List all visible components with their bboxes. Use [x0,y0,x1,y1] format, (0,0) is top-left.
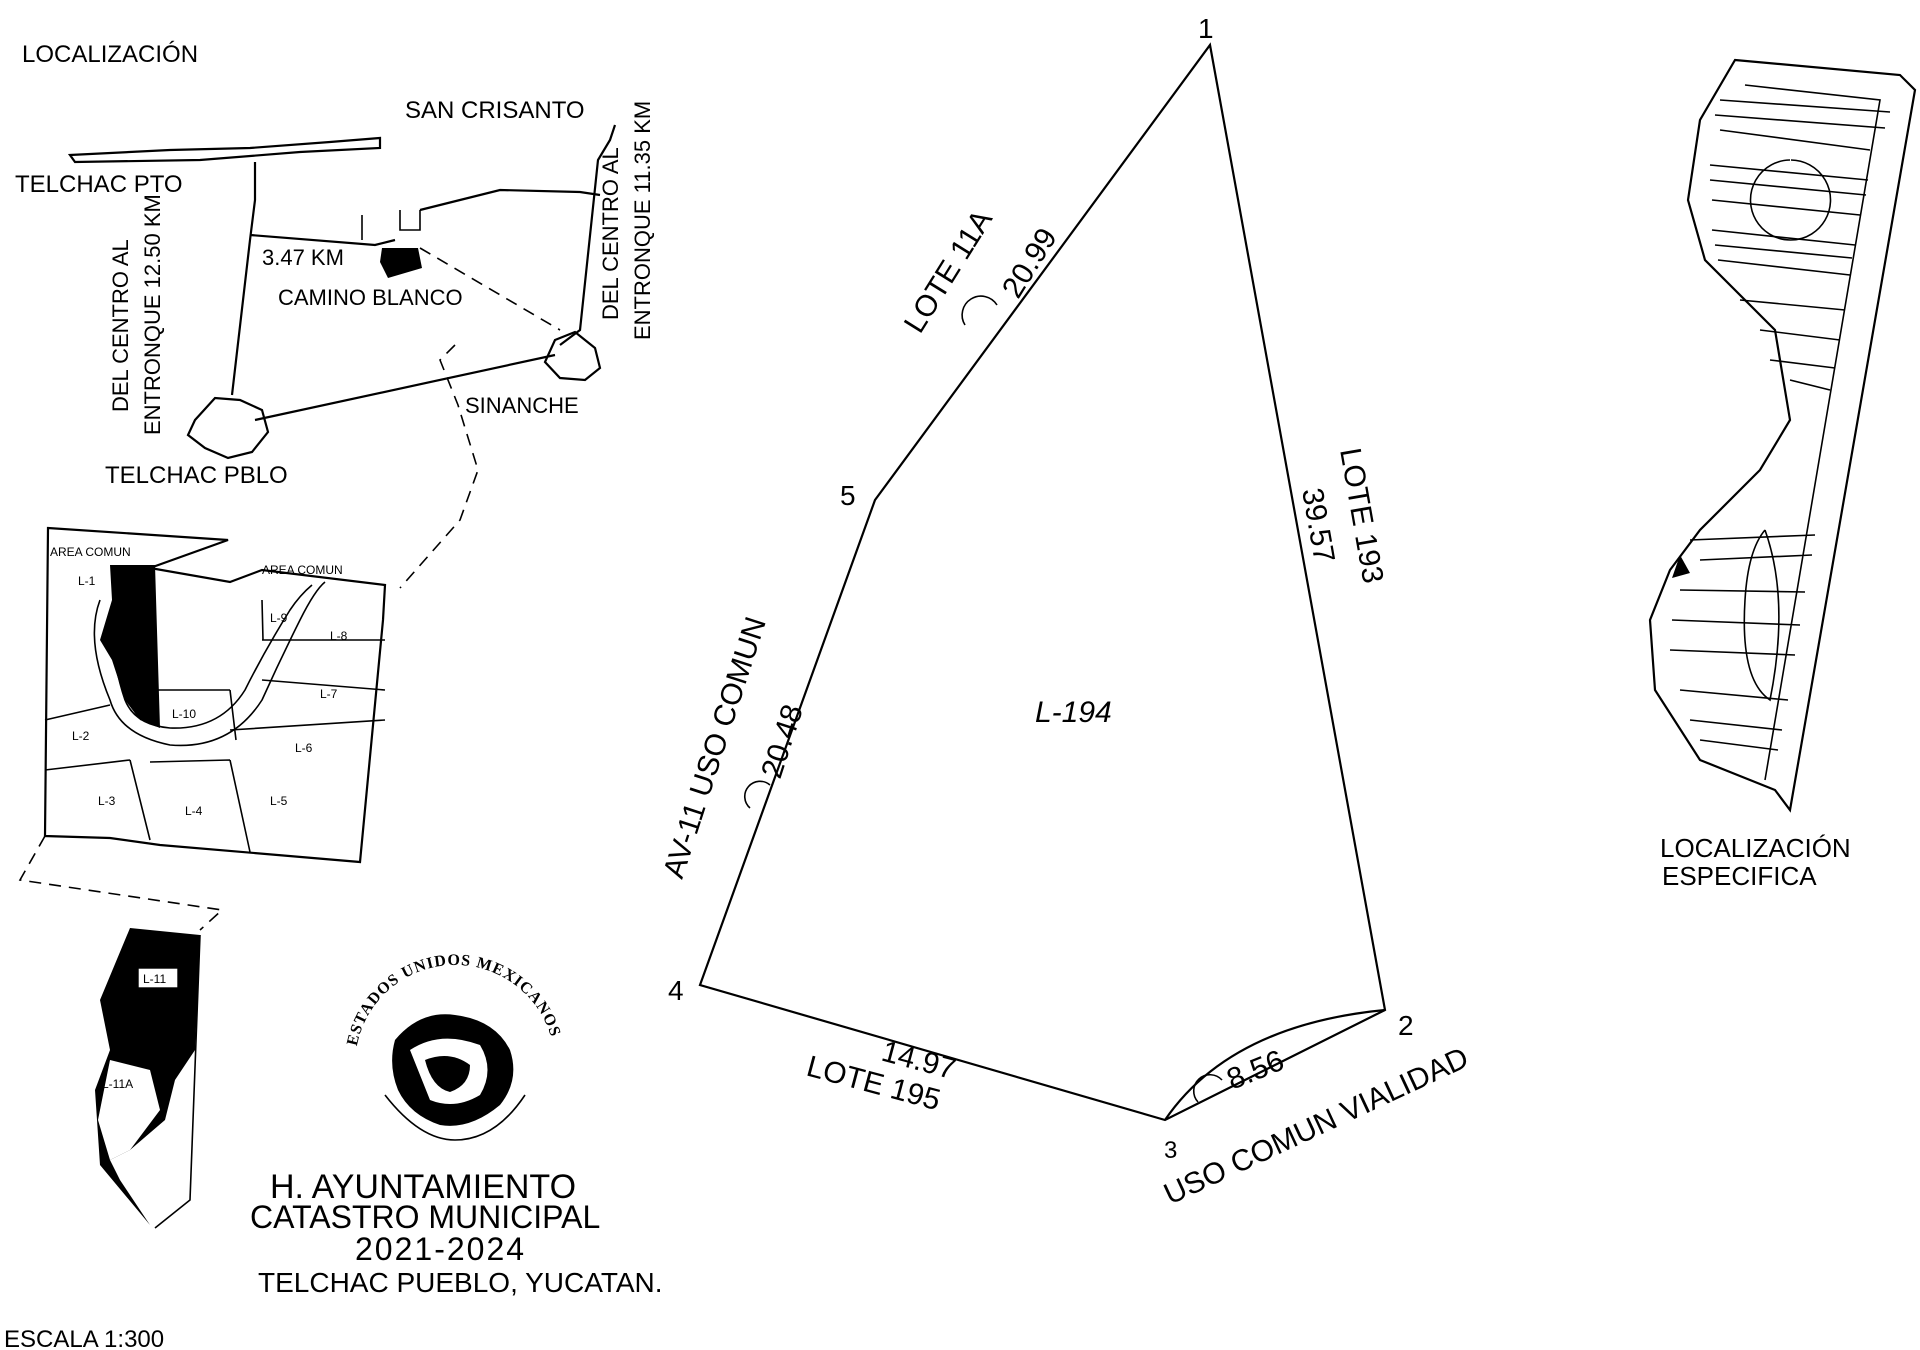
lot-l3: L-3 [98,794,116,808]
site-marker-icon [380,248,422,278]
sinanche-icon [543,330,602,382]
plot-boundary [698,42,1387,1122]
lot-tag-box [137,967,179,989]
specific-location-title-1: LOCALIZACIÓN [1660,833,1851,863]
plot-lot-label: L-194 [1035,696,1112,729]
mexican-coat-of-arms-icon: ESTADOS UNIDOS MEXICANOS [344,952,563,1141]
vertex-2: 2 [1398,1010,1414,1041]
lot-l8: L-8 [330,629,348,643]
lot-l6: L-6 [295,741,313,755]
vertex-1: 1 [1198,13,1214,44]
distance-label: 3.47 KM [262,245,344,270]
road-san-crisanto [419,188,601,212]
place-telchac-pblo: TELCHAC PBLO [105,462,288,489]
road-diagonal [254,353,556,422]
boundary-nw-name: LOTE 11A [898,204,999,338]
boundary-west-length: 20.48 [755,701,810,783]
lot-l10: L-10 [172,707,196,721]
curve-south-east [1164,1008,1386,1121]
development-roundabout [1743,159,1832,702]
boundary-east-name: LOTE 193 [1333,445,1389,585]
development-lot-hatch [1669,99,1891,751]
lot-l5: L-5 [270,794,288,808]
curve-marker-se-icon [1192,1073,1223,1103]
area-comun-left: AREA COMUN [50,545,131,559]
seal-line-3: 2021-2024 [355,1231,526,1267]
boundary-nw-length: 20.99 [996,223,1064,304]
telchac-pblo-icon [186,396,270,460]
subdivision-border [43,526,387,864]
site-highlight-icon [1672,555,1690,578]
lot-lines [44,599,386,853]
place-san-crisanto: SAN CRISANTO [405,97,585,124]
curve-marker-w-icon [743,780,771,809]
road-spur [399,210,421,231]
location-title: LOCALIZACIÓN [22,41,198,68]
vertex-5: 5 [840,480,856,511]
location-panel: LOCALIZACIÓN SAN CRISANTO TELCHAC PTO 3.… [15,41,655,589]
seal-line-1: H. AYUNTAMIENTO [270,1168,576,1206]
route-right-line1: DEL CENTRO AL [598,147,623,320]
place-sinanche: SINANCHE [465,393,579,418]
detail-lot-top: L-11 [143,972,166,986]
subdivision-panel: AREA COMUN AREA COMUN L-1 L-2 L-3 L-4 L-… [18,526,387,931]
development-inner-road [1671,84,1881,781]
curve-marker-nw-icon [961,295,998,326]
boundary-se-length: 8.56 [1222,1044,1289,1096]
boundary-se-name: USO COMUN VIALIDAD [1159,1041,1474,1211]
road-east [559,124,617,346]
lot-l7: L-7 [320,687,338,701]
scale-label: ESCALA 1:300 [4,1326,164,1350]
lot-l2: L-2 [72,729,90,743]
development-outline [1648,58,1917,813]
site-connector [419,247,561,331]
place-telchac-pto: TELCHAC PTO [15,171,183,198]
specific-location-title-2: ESPECIFICA [1662,861,1817,891]
area-comun-right: AREA COMUN [262,563,343,577]
detail-strip: L-11 L-11A [95,928,201,1229]
lot-l9: L-9 [270,611,288,625]
boundary-west-name: AV-11 USO COMUN [657,613,773,882]
vertex-4: 4 [668,975,684,1006]
leader-to-subdivision [399,344,479,589]
road-north [249,233,396,247]
lot-l4: L-4 [185,804,203,818]
common-road [93,581,326,747]
detail-strip-white [98,1060,160,1160]
detail-strip-outline [154,934,201,1229]
coast-road [67,136,382,164]
place-camino-blanco: CAMINO BLANCO [278,285,463,310]
route-left-line1: DEL CENTRO AL [108,239,133,412]
detail-lot-bottom: L-11A [102,1077,133,1091]
leader-to-strip [18,835,224,931]
area-comun-black [100,565,160,728]
route-right-line2: ENTRONQUE 11.35 KM [630,101,655,340]
seal-line-4: TELCHAC PUEBLO, YUCATAN. [258,1267,663,1298]
plot-l194: 1 2 3 4 5 L-194 LOTE 11A 20.99 LOTE 193 … [657,13,1473,1211]
route-left-line2: ENTRONQUE 12.50 KM [140,194,165,435]
road-west [230,162,257,396]
vertex-3: 3 [1164,1137,1177,1164]
specific-location-map: LOCALIZACIÓN ESPECIFICA [1648,58,1917,891]
municipal-seal: ESTADOS UNIDOS MEXICANOS H. AYUNTAMIENTO… [250,952,663,1298]
lot-l1: L-1 [78,574,96,588]
seal-line-2: CATASTRO MUNICIPAL [250,1199,600,1235]
